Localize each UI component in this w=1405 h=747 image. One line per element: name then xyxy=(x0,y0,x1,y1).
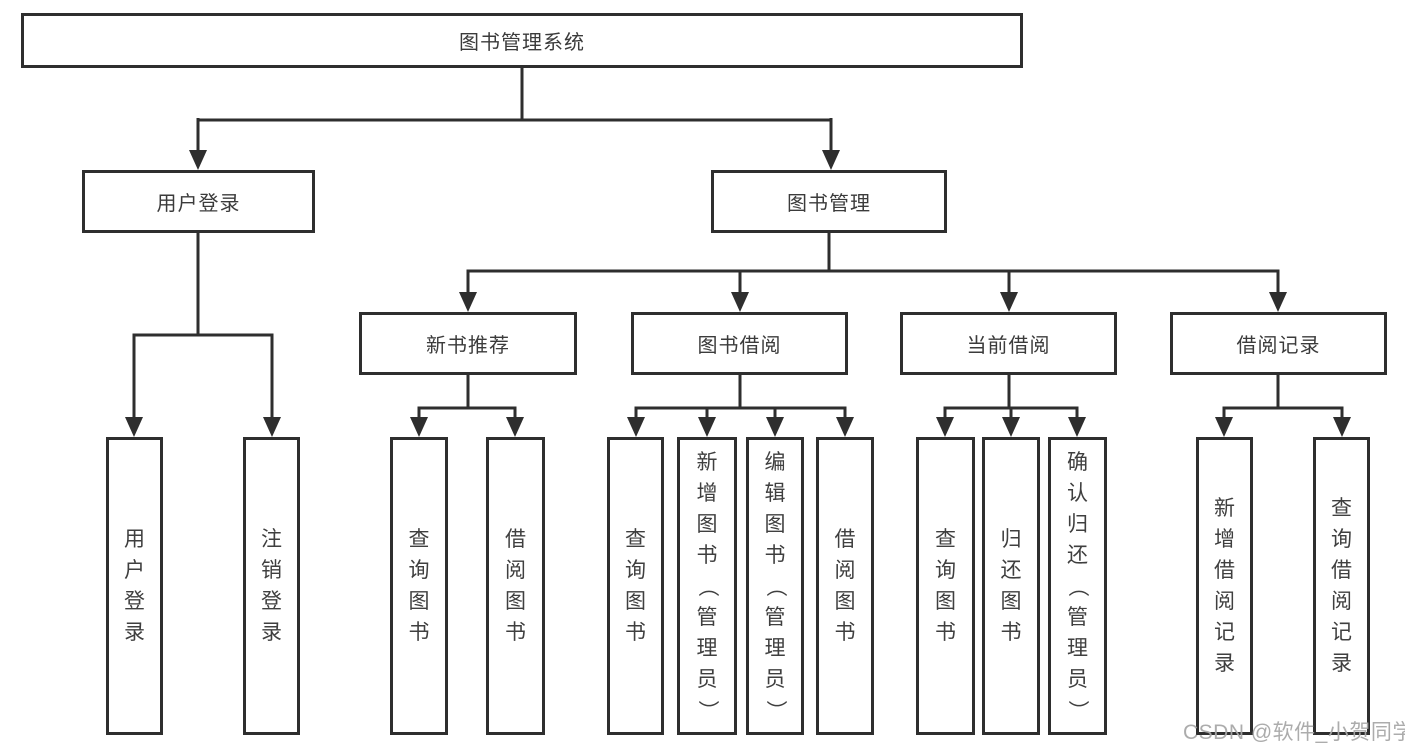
node-label: 编辑图书（管理员） xyxy=(763,450,787,721)
node-label: 查询图书 xyxy=(935,528,956,644)
node-label: 新增图书（管理员） xyxy=(695,450,719,721)
leaf-query-books-borrow: 查询图书 xyxy=(607,437,664,735)
node-label: 图书管理 xyxy=(787,193,871,215)
node-book-borrowing: 图书借阅 xyxy=(631,312,848,375)
arrowheads xyxy=(125,150,1351,437)
csdn-watermark: CSDN @软件_小贺同学 xyxy=(1183,721,1405,744)
leaf-add-borrow-record: 新增借阅记录 xyxy=(1196,437,1253,735)
node-label: 图书借阅 xyxy=(697,335,782,357)
node-label: 新书推荐 xyxy=(426,335,510,357)
leaf-add-book-admin: 新增图书（管理员） xyxy=(677,437,737,735)
leaf-query-borrow-record: 查询借阅记录 xyxy=(1313,437,1370,735)
leaf-query-books-current: 查询图书 xyxy=(916,437,975,735)
leaf-query-books-recommend: 查询图书 xyxy=(390,437,448,735)
node-label: 查询借阅记录 xyxy=(1331,497,1352,675)
node-book-management: 图书管理 xyxy=(711,170,947,233)
node-label: 查询图书 xyxy=(408,528,430,644)
node-label: 借阅图书 xyxy=(505,528,526,644)
leaf-user-login: 用户登录 xyxy=(106,437,163,735)
node-label: 当前借阅 xyxy=(966,335,1051,357)
node-label: 注销登录 xyxy=(261,528,282,644)
node-new-book-recommend: 新书推荐 xyxy=(359,312,577,375)
node-label: 归还图书 xyxy=(1000,528,1022,644)
node-label: 查询图书 xyxy=(625,528,646,644)
leaf-confirm-return-admin: 确认归还（管理员） xyxy=(1048,437,1107,735)
node-label: 用户登录 xyxy=(124,528,145,644)
node-label: 新增借阅记录 xyxy=(1214,497,1235,675)
leaf-return-book: 归还图书 xyxy=(982,437,1040,735)
node-user-login: 用户登录 xyxy=(82,170,315,233)
node-label: 借阅图书 xyxy=(834,528,856,644)
leaf-edit-book-admin: 编辑图书（管理员） xyxy=(746,437,804,735)
node-label: 图书管理系统 xyxy=(459,32,585,54)
leaf-borrow-books: 借阅图书 xyxy=(816,437,874,735)
node-label: 用户登录 xyxy=(156,193,241,215)
node-label: 确认归还（管理员） xyxy=(1066,450,1089,721)
node-library-management-system: 图书管理系统 xyxy=(21,13,1023,68)
leaf-logout: 注销登录 xyxy=(243,437,300,735)
leaf-borrow-books-recommend: 借阅图书 xyxy=(486,437,545,735)
node-borrowing-records: 借阅记录 xyxy=(1170,312,1387,375)
node-current-borrowing: 当前借阅 xyxy=(900,312,1117,375)
node-label: 借阅记录 xyxy=(1236,335,1321,357)
